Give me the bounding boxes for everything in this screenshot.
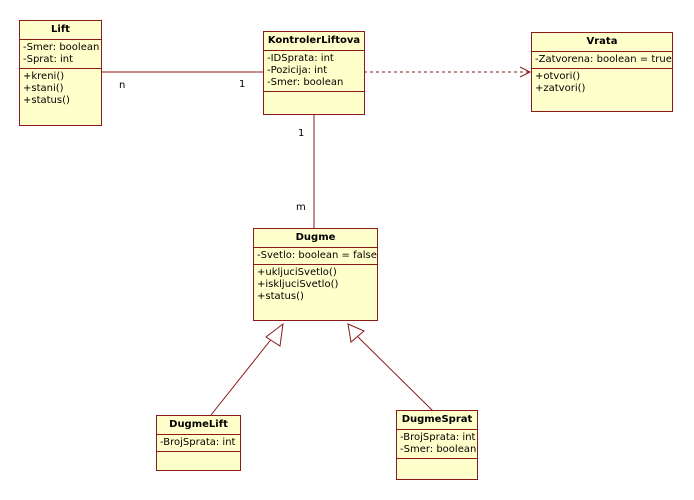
- attribute-row: -IDSprata: int: [267, 53, 334, 64]
- operation-row: +status(): [257, 291, 304, 302]
- class-name: DugmeSprat: [397, 411, 477, 430]
- attribute-row: -Sprat: int: [23, 54, 74, 65]
- attributes-section: -Zatvorena: boolean = true: [532, 52, 672, 69]
- operations-section: +otvori()+zatvori(): [532, 69, 672, 97]
- operations-section: +ukljuciSvetlo()+iskljuciSvetlo()+status…: [254, 265, 377, 305]
- class-vrata[interactable]: Vrata -Zatvorena: boolean = true +otvori…: [531, 32, 673, 112]
- operations-section: +kreni()+stani()+status(): [20, 69, 101, 109]
- class-dugme-lift[interactable]: DugmeLift -BrojSprata: int: [156, 415, 241, 471]
- class-kontroler-liftova[interactable]: KontrolerLiftova -IDSprata: int-Pozicija…: [263, 31, 365, 115]
- multiplicity-kontroler-left: 1: [239, 79, 246, 90]
- class-name: Vrata: [532, 33, 672, 52]
- class-lift[interactable]: Lift -Smer: boolean-Sprat: int +kreni()+…: [19, 20, 102, 126]
- attributes-section: -Svetlo: boolean = false: [254, 248, 377, 265]
- operations-section: [397, 459, 477, 473]
- multiplicity-lift: n: [119, 80, 126, 91]
- operation-row: +otvori(): [535, 71, 581, 82]
- operations-section: [157, 452, 240, 466]
- class-name: Lift: [20, 21, 101, 40]
- attribute-row: -Zatvorena: boolean = true: [535, 54, 672, 65]
- operation-row: +kreni(): [23, 71, 65, 82]
- attributes-section: -BrojSprata: int-Smer: boolean: [397, 430, 477, 459]
- attribute-row: -Svetlo: boolean = false: [257, 250, 377, 261]
- operation-row: +zatvori(): [535, 83, 586, 94]
- operation-row: +stani(): [23, 83, 64, 94]
- operation-row: +ukljuciSvetlo(): [257, 267, 337, 278]
- attributes-section: -BrojSprata: int: [157, 435, 240, 452]
- multiplicity-kontroler-down: 1: [298, 128, 305, 139]
- generalization-arrowhead-left: [265, 322, 284, 347]
- dependency-arrowhead: [519, 66, 532, 78]
- attribute-row: -Smer: boolean: [267, 77, 344, 88]
- attribute-row: -Smer: boolean: [400, 444, 477, 455]
- class-name: Dugme: [254, 229, 377, 248]
- class-dugme-sprat[interactable]: DugmeSprat -BrojSprata: int-Smer: boolea…: [396, 410, 478, 480]
- generalization-dugmelift-dugme[interactable]: [210, 336, 274, 416]
- attribute-row: -BrojSprata: int: [400, 432, 476, 443]
- multiplicity-dugme: m: [296, 202, 306, 213]
- class-name: DugmeLift: [157, 416, 240, 435]
- attribute-row: -Pozicija: int: [267, 65, 328, 76]
- attribute-row: -Smer: boolean: [23, 42, 100, 53]
- attributes-section: -Smer: boolean-Sprat: int: [20, 40, 101, 69]
- generalization-arrowhead-right: [347, 323, 365, 343]
- operation-row: +iskljuciSvetlo(): [257, 279, 339, 290]
- attributes-section: -IDSprata: int-Pozicija: int-Smer: boole…: [264, 51, 364, 92]
- class-dugme[interactable]: Dugme -Svetlo: boolean = false +ukljuciS…: [253, 228, 378, 321]
- attribute-row: -BrojSprata: int: [160, 437, 236, 448]
- generalization-dugmesprat-dugme[interactable]: [357, 336, 434, 412]
- operations-section: [264, 92, 364, 106]
- class-name: KontrolerLiftova: [264, 32, 364, 51]
- operation-row: +status(): [23, 95, 70, 106]
